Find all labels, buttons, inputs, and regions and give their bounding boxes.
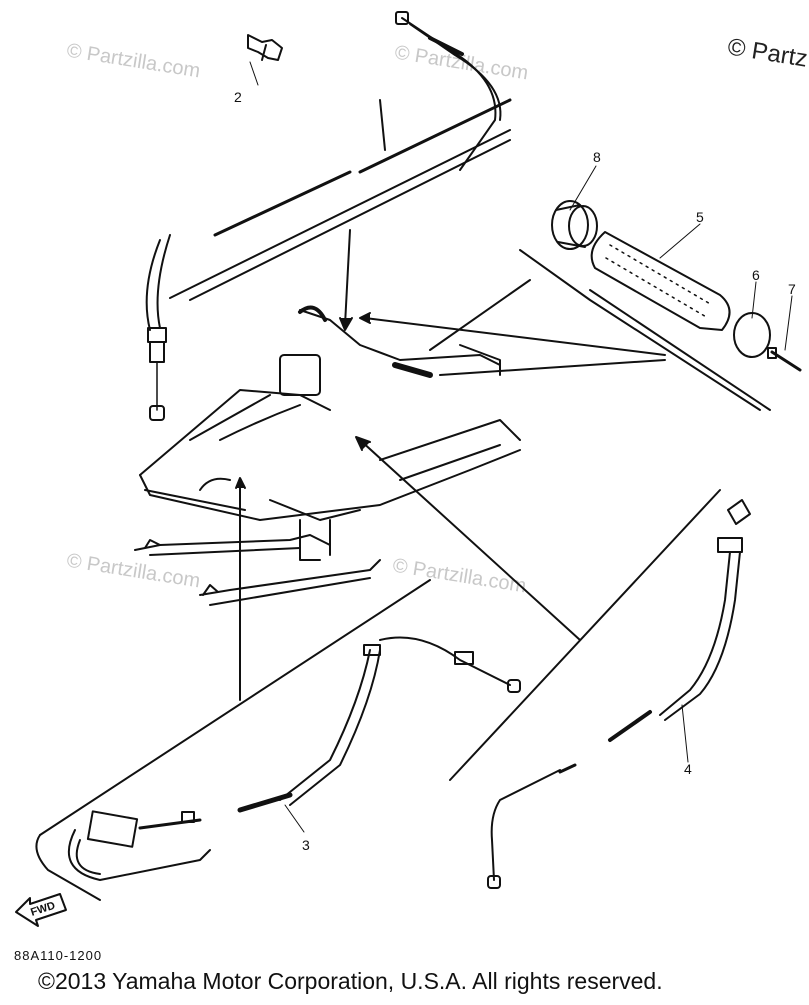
callout-4: 4	[684, 761, 692, 777]
forward-arrow-icon	[15, 893, 67, 927]
lower-cable-panel-left	[35, 579, 521, 901]
leader-arrows	[235, 229, 666, 701]
callout-5: 5	[696, 209, 704, 225]
drawing-code: 88A110-1200	[14, 948, 103, 963]
callout-6: 6	[752, 267, 760, 283]
callout-3: 3	[302, 837, 310, 853]
upper-cable-panel	[145, 11, 512, 421]
callout-7: 7	[788, 281, 796, 297]
snowmobile-body	[134, 305, 521, 606]
exploded-view-drawing: 2 8 5 6 7 3 4 FWD	[15, 11, 802, 927]
callout-8: 8	[593, 149, 601, 165]
callout-2: 2	[234, 89, 242, 105]
grip-panel	[519, 200, 802, 411]
lower-cable-panel-right	[449, 489, 751, 889]
copyright-notice: ©2013 Yamaha Motor Corporation, U.S.A. A…	[38, 968, 663, 994]
